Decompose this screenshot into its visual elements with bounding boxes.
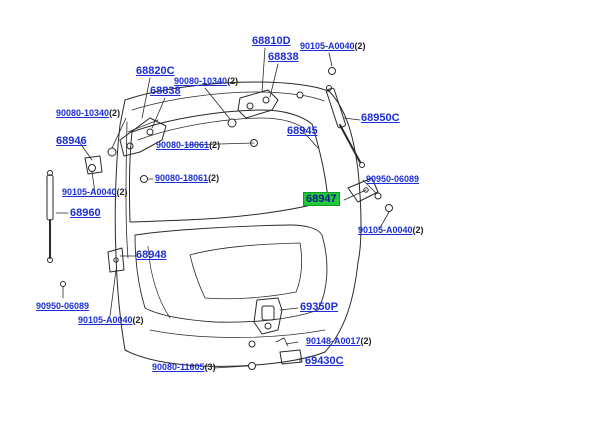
- part-number[interactable]: 90105-A0040: [300, 41, 355, 51]
- part-number[interactable]: 68838: [150, 85, 181, 97]
- back-door-panel: [114, 81, 362, 367]
- callout-90080-10340-left[interactable]: 90080-10340(2): [56, 109, 120, 118]
- callout-90105-A0040-left[interactable]: 90105-A0040(2): [62, 188, 128, 197]
- quantity: (2): [360, 336, 372, 346]
- callout-90105-A0040-bottom[interactable]: 90105-A0040(2): [78, 316, 144, 325]
- gas-strut-right: [326, 85, 365, 168]
- part-number[interactable]: 90080-10340: [174, 76, 228, 86]
- callout-90080-18061-lower[interactable]: 90080-18061(2): [155, 174, 219, 183]
- clip-pieces: [60, 192, 382, 287]
- quantity: (2): [412, 225, 424, 235]
- part-number[interactable]: 68960: [70, 207, 101, 219]
- quantity: (2): [227, 76, 239, 86]
- callout-90105-A0040-top[interactable]: 90105-A0040(2): [300, 42, 366, 51]
- callout-68948[interactable]: 68948: [136, 250, 167, 261]
- hinge-right: [237, 89, 279, 119]
- quantity: (2): [209, 140, 221, 150]
- part-number[interactable]: 90080-18061: [155, 173, 209, 183]
- callout-90080-18061-upper[interactable]: 90080-18061(2): [156, 141, 220, 150]
- part-number[interactable]: 68838: [268, 51, 299, 63]
- lock-assembly: [253, 297, 283, 335]
- part-number[interactable]: 90148-A0017: [306, 336, 361, 346]
- callout-90950-06089-left[interactable]: 90950-06089: [36, 302, 89, 311]
- callout-90080-10340-top[interactable]: 90080-10340(2): [174, 77, 238, 86]
- callout-90105-A0040-right[interactable]: 90105-A0040(2): [358, 226, 424, 235]
- part-number[interactable]: 69430C: [305, 355, 344, 367]
- leader-lines: [55, 47, 390, 369]
- part-number[interactable]: 90080-18061: [156, 140, 210, 150]
- quantity: (2): [116, 187, 128, 197]
- part-number[interactable]: 90080-11605: [152, 362, 205, 372]
- part-number[interactable]: 68947: [303, 192, 340, 206]
- callout-69350P[interactable]: 69350P: [300, 302, 338, 313]
- callout-90148-A0017[interactable]: 90148-A0017(2): [306, 337, 372, 346]
- callout-68945[interactable]: 68945: [287, 126, 318, 137]
- gas-strut-left: [46, 170, 54, 263]
- part-number[interactable]: 90105-A0040: [78, 315, 133, 325]
- part-number[interactable]: 68945: [287, 125, 318, 137]
- callout-68810D[interactable]: 68810D: [252, 36, 291, 47]
- part-number[interactable]: 90950-06089: [36, 301, 90, 311]
- callout-69430C[interactable]: 69430C: [305, 356, 344, 367]
- part-number[interactable]: 68948: [136, 249, 167, 261]
- part-number[interactable]: 68946: [56, 135, 87, 147]
- callout-90080-11605[interactable]: 90080-11605(3): [152, 363, 216, 372]
- callout-68960[interactable]: 68960: [70, 208, 101, 219]
- quantity: (2): [132, 315, 144, 325]
- callout-68838-left[interactable]: 68838: [150, 86, 181, 97]
- part-number[interactable]: 68820C: [136, 65, 175, 77]
- part-number[interactable]: 90105-A0040: [62, 187, 117, 197]
- quantity: (2): [354, 41, 366, 51]
- striker: [275, 337, 303, 365]
- part-number[interactable]: 69350P: [300, 301, 338, 313]
- callout-68947-highlighted[interactable]: 68947: [303, 192, 340, 206]
- strut-bracket-left: [84, 155, 125, 273]
- callout-90950-06089-right[interactable]: 90950-06089: [366, 175, 419, 184]
- part-number[interactable]: 90105-A0040: [358, 225, 413, 235]
- callout-68950C[interactable]: 68950C: [361, 113, 400, 124]
- callout-68820C[interactable]: 68820C: [136, 66, 175, 77]
- part-number[interactable]: 68950C: [361, 112, 400, 124]
- part-number[interactable]: 90080-10340: [56, 108, 110, 118]
- hinge-left: [119, 117, 167, 157]
- bottom-screws: [248, 340, 256, 370]
- quantity: (2): [109, 108, 121, 118]
- quantity: (2): [208, 173, 220, 183]
- part-number[interactable]: 90950-06089: [366, 174, 420, 184]
- part-number[interactable]: 68810D: [252, 35, 291, 47]
- callout-68946[interactable]: 68946: [56, 136, 87, 147]
- quantity: (3): [204, 362, 216, 372]
- license-plate-recess: [134, 224, 328, 338]
- callout-68838-top[interactable]: 68838: [268, 52, 299, 63]
